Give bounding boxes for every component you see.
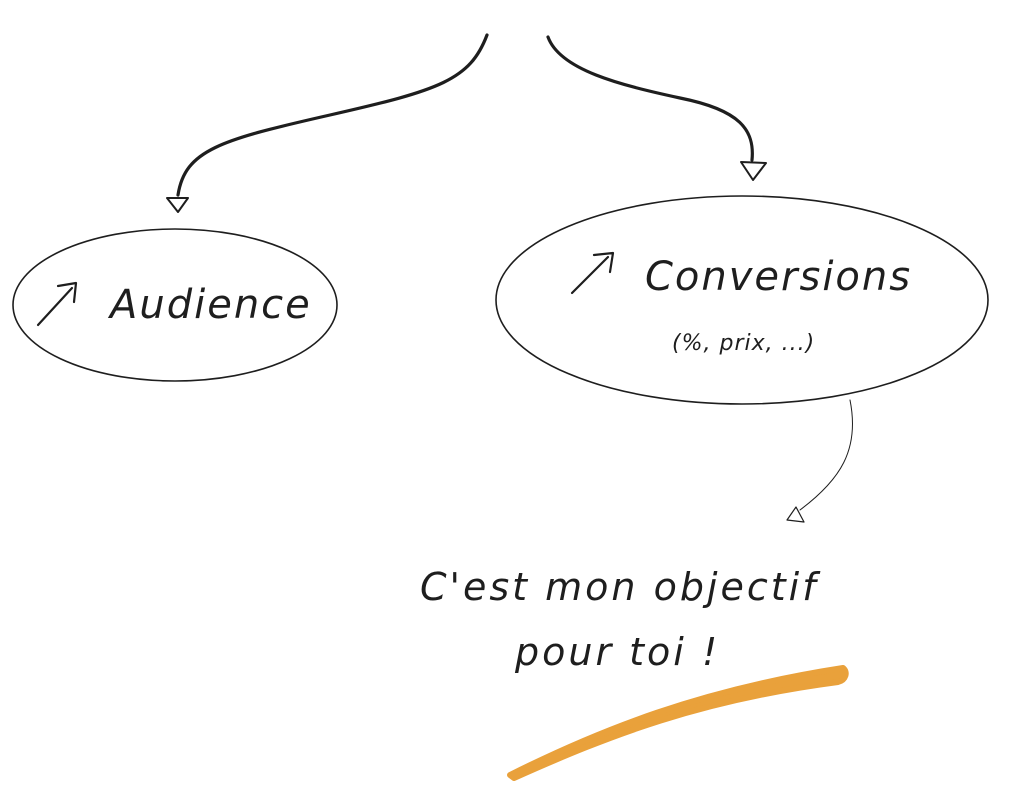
conversions-sublabel: (%, prix, ...) xyxy=(672,331,815,356)
increase-arrow-icon xyxy=(36,281,78,327)
increase-arrow-icon xyxy=(570,251,615,295)
connector-to-audience xyxy=(166,33,489,213)
conversions-label: Conversions xyxy=(645,254,912,300)
node-conversions: Conversions (%, prix, ...) xyxy=(495,195,989,405)
objective-note: C'est mon objectif pour toi ! xyxy=(420,565,821,674)
highlight-stroke xyxy=(507,665,849,781)
connector-to-note xyxy=(786,399,854,523)
connector-to-conversions xyxy=(546,35,767,181)
arrowhead-note-icon xyxy=(786,506,805,523)
arrowhead-conversions-icon xyxy=(740,161,767,181)
audience-label: Audience xyxy=(107,282,312,328)
note-line-2: pour toi ! xyxy=(514,630,720,674)
note-line-1: C'est mon objectif xyxy=(420,565,821,609)
node-audience: Audience xyxy=(12,228,338,382)
arrowhead-audience-icon xyxy=(166,197,189,213)
